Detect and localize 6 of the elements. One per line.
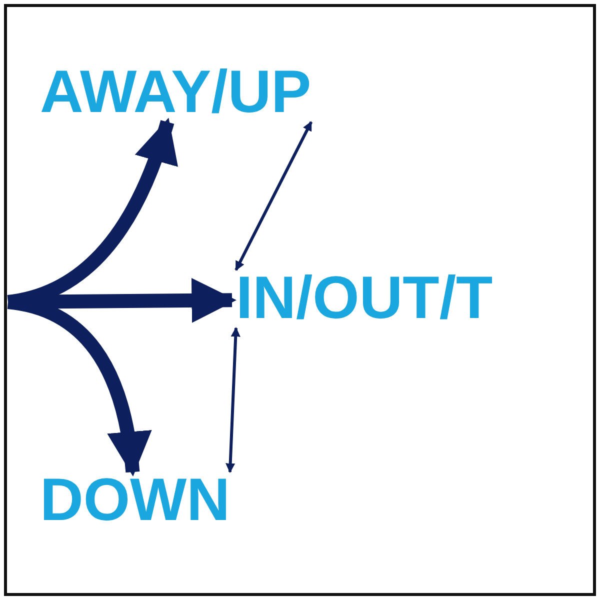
double-headed-arrow	[226, 327, 240, 473]
category-label: IN/OUT/T	[236, 268, 493, 328]
category-label: DOWN	[40, 470, 230, 530]
category-label: AWAY/UP	[40, 62, 312, 122]
thick-arrow	[8, 278, 236, 323]
double-headed-arrow	[234, 121, 313, 271]
